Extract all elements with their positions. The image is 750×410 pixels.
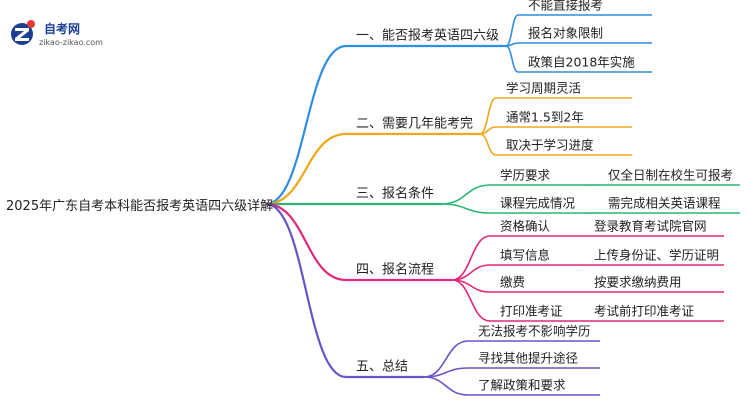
leaf-label: 通常1.5到2年 (506, 110, 584, 125)
leaf-link (423, 376, 469, 396)
leaf-link (423, 340, 469, 378)
leaf-link (505, 45, 519, 73)
leaf-label: 政策自2018年实施 (528, 55, 635, 70)
leaf-label: 填写信息 (500, 248, 550, 263)
leaf-label: 缴费 (500, 275, 525, 290)
mindmap-links (265, 14, 740, 396)
detail-label: 上传身份证、学历证明 (594, 248, 719, 263)
leaf-link (441, 184, 491, 205)
branch-link (265, 132, 347, 206)
leaf-label: 资格确认 (500, 219, 551, 234)
branch-label: 一、能否报考英语四六级 (356, 29, 499, 44)
branch-label: 五、总结 (356, 360, 408, 375)
leaf-link (441, 203, 491, 214)
branch-label: 四、报名流程 (356, 262, 434, 278)
mindmap-nodes: 2025年广东自考本科能否报考英语四六级详解 一、能否报考英语四六级 不能直接报考… (6, 0, 733, 393)
leaf-link (505, 14, 519, 47)
branch-link (265, 44, 347, 206)
leaf-link (451, 279, 491, 322)
root-topic: 2025年广东自考本科能否报考英语四六级详解 (6, 199, 273, 214)
leaf-link (479, 126, 497, 135)
detail-label: 需完成相关英语课程 (608, 196, 721, 211)
leaf-label: 无法报考不影响学历 (478, 324, 591, 339)
branch-label: 三、报名条件 (356, 186, 434, 202)
leaf-link (479, 97, 497, 135)
branch-label: 二、需要几年能考完 (356, 117, 473, 132)
leaf-label: 学历要求 (500, 168, 551, 183)
leaf-label: 了解政策和要求 (478, 378, 566, 393)
leaf-label: 取决于学习进度 (506, 138, 594, 153)
detail-label: 登录教育考试院官网 (594, 219, 707, 234)
branch-link (265, 202, 347, 379)
leaf-label: 打印准考证 (500, 304, 563, 319)
leaf-label: 课程完成情况 (500, 196, 576, 211)
leaf-label: 学习周期灵活 (506, 81, 581, 96)
logo-url: zikao-zikao.com (39, 38, 103, 47)
detail-label: 仅全日制在校生可报考 (608, 168, 733, 183)
logo: 自考网 zikao-zikao.com (11, 20, 103, 47)
branch-link (265, 202, 347, 282)
leaf-label: 报名对象限制 (528, 26, 603, 41)
logo-name: 自考网 (44, 21, 80, 36)
detail-label: 按要求缴纳费用 (594, 275, 682, 290)
detail-label: 考试前打印准考证 (594, 304, 695, 319)
leaf-label: 不能直接报考 (528, 0, 603, 13)
logo-icon (11, 20, 35, 45)
leaf-label: 寻找其他提升途径 (478, 351, 578, 366)
leaf-link (479, 133, 497, 156)
